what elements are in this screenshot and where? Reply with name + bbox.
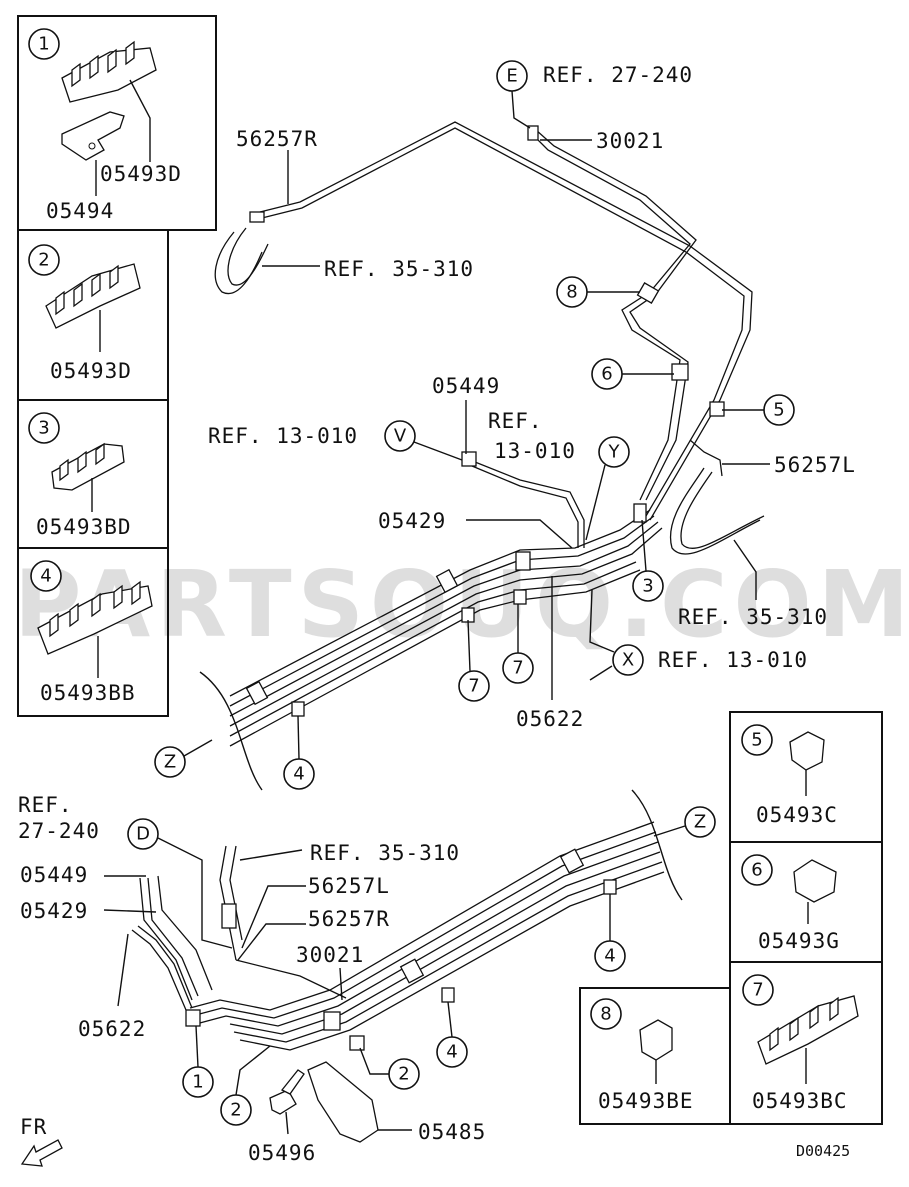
ref-35-310-lower: REF. 35-310 [310,841,460,865]
callout-7b: 7 [512,658,523,679]
part-56257R-lower: 56257R [308,907,390,931]
inset-callout-2: 2 [38,250,49,271]
callout-E: E [506,66,517,87]
bracket-05494-icon [61,111,125,161]
callout-Z-lower: Z [694,812,706,833]
ref-13-010-center-line2: 13-010 [494,439,576,463]
inset-1-part-b: 05494 [46,199,114,223]
part-56257R-upper: 56257R [236,127,318,151]
inset-callout-3: 3 [38,418,49,439]
inset-box-7[interactable]: 7 05493BC [729,961,883,1125]
clip-05493C-icon [789,731,825,771]
callout-6: 6 [601,364,612,385]
callout-2-lower-a: 2 [230,1100,241,1121]
callout-X: X [622,650,634,671]
upper-assembly: E REF. 27-240 30021 56257R REF. 35-310 8… [154,60,856,791]
callout-V: V [394,426,407,447]
ref-27-240-upper: REF. 27-240 [543,63,693,87]
clip-05493BB-icon [37,580,153,655]
callout-2-lower-b: 2 [398,1064,409,1085]
front-direction-arrow: FR [20,1115,63,1167]
clip-05493BE-icon [639,1019,673,1061]
watermark: PARTSOUQ.COM [14,551,909,658]
inset-8-part: 05493BE [598,1089,694,1113]
clip-05493D-icon [61,40,157,103]
lower-assembly: REF. 27-240 D REF. 35-310 05449 56257L 0… [18,789,716,1165]
part-30021-upper: 30021 [596,129,664,153]
inset-box-8[interactable]: 8 05493BE [579,987,731,1125]
bolt-05496-icon [269,1069,305,1115]
part-05496: 05496 [248,1141,316,1165]
ref-27-240-lower-line2: 27-240 [18,819,100,843]
callout-4-lower-b: 4 [604,946,615,967]
inset-6-part: 05493G [758,929,840,953]
inset-callout-6: 6 [751,860,762,881]
part-05622-upper: 05622 [516,707,584,731]
inset-5-part: 05493C [756,803,838,827]
callout-4-lower-a: 4 [446,1042,457,1063]
diagram-code: D00425 [796,1142,850,1160]
callout-D: D [136,824,150,845]
ref-27-240-lower-line1: REF. [18,793,73,817]
inset-callout-4: 4 [40,566,51,587]
callout-Y: Y [608,442,621,463]
inset-callout-8: 8 [600,1004,611,1025]
inset-2-part: 05493D [50,359,132,383]
inset-1-part-a: 05493D [100,162,182,186]
inset-4-part: 05493BB [40,681,136,705]
inset-box-1[interactable]: 1 05493D 05494 [17,15,217,231]
part-56257L-upper: 56257L [774,453,856,477]
ref-35-310-upper-right: REF. 35-310 [678,605,828,629]
inset-callout-7: 7 [752,980,763,1001]
callout-3: 3 [642,576,653,597]
ref-35-310-upper-left: REF. 35-310 [324,257,474,281]
inset-box-4[interactable]: 4 05493BB [17,547,169,717]
part-05429-lower: 05429 [20,899,88,923]
part-05622-lower: 05622 [78,1017,146,1041]
clip-05493BC-icon [757,995,859,1065]
callout-Z-upper: Z [164,752,176,773]
inset-box-2[interactable]: 2 05493D [17,229,169,401]
clip-05493BD-icon [51,442,125,491]
part-05449-lower: 05449 [20,863,88,887]
inset-box-3[interactable]: 3 05493BD [17,399,169,549]
callout-7a: 7 [468,676,479,697]
part-05449-upper: 05449 [432,374,500,398]
callout-5: 5 [773,400,784,421]
front-label: FR [20,1115,47,1139]
inset-callout-5: 5 [751,730,762,751]
inset-box-5[interactable]: 5 05493C [729,711,883,843]
ref-13-010-center-line1: REF. [488,409,543,433]
inset-7-part: 05493BC [752,1089,848,1113]
part-56257L-lower: 56257L [308,874,390,898]
shield-05485-icon [307,1061,379,1143]
inset-callout-1: 1 [38,34,49,55]
callout-8: 8 [566,282,577,303]
ref-13-010-X: REF. 13-010 [658,648,808,672]
inset-box-6[interactable]: 6 05493G [729,841,883,963]
part-05485: 05485 [418,1120,486,1144]
callout-1-lower: 1 [192,1072,203,1093]
part-30021-lower: 30021 [296,943,364,967]
clip-05493G-icon [793,859,837,903]
inset-3-part: 05493BD [36,515,132,539]
clip-05493D-icon [45,263,141,329]
ref-13-010-V: REF. 13-010 [208,424,358,448]
part-05429-upper: 05429 [378,509,446,533]
callout-4-upper: 4 [293,764,304,785]
